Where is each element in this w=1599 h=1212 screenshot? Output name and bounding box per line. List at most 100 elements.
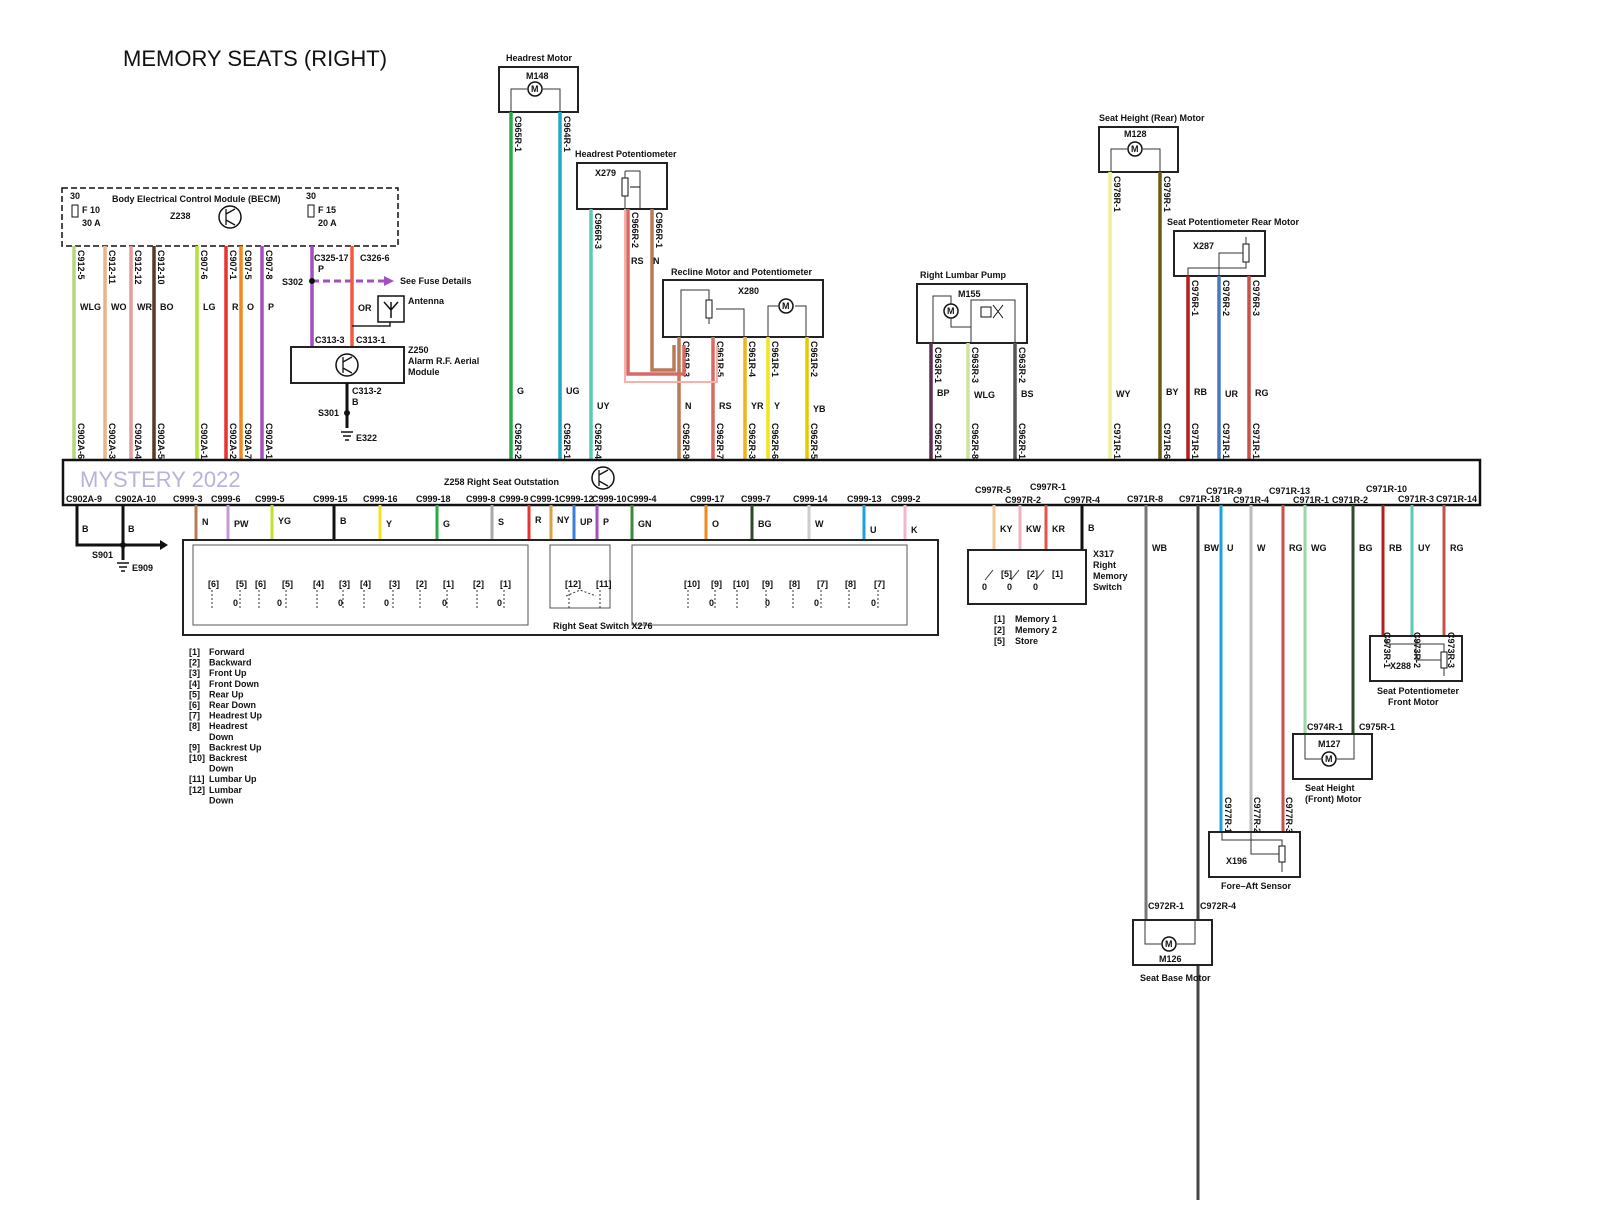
conn-c977r-1: C977R-1 [1223, 797, 1233, 833]
switch-contact-label: [1] [443, 579, 454, 589]
connector-label: C902A-2 [228, 423, 238, 459]
legend-key: [1] [189, 647, 200, 657]
fuse2-amp: 20 A [318, 218, 337, 228]
memory-contact [1010, 569, 1020, 581]
connector-label: C961R-3 [681, 341, 691, 377]
switch-zero-label: 0 [277, 598, 282, 608]
connector-label: C971R-13 [1269, 486, 1310, 496]
connector-label: C976R-3 [1251, 280, 1261, 316]
legend-key: [7] [189, 711, 200, 721]
connector-label: C999-16 [363, 494, 398, 504]
fuse-details-link[interactable]: See Fuse Details [400, 276, 472, 286]
switch-contact-label: [4] [313, 579, 324, 589]
connector-label: C979R-1 [1162, 176, 1172, 212]
wire-color-label: WO [111, 302, 127, 312]
connector-label: C907-5 [243, 250, 253, 280]
memory-switch-label-2: Memory [1093, 571, 1128, 581]
wire-color-label: NY [557, 515, 570, 525]
switch-contact-label: [3] [339, 579, 350, 589]
fuse1-icon [71, 204, 79, 218]
switch-contact-label: [6] [255, 579, 266, 589]
switch-contact-label: [10] [684, 579, 700, 589]
connector-label: C971R-11 [1190, 423, 1200, 464]
connector-label: C962R-7 [715, 423, 725, 459]
alarm-module-box [290, 346, 405, 384]
seat-base-id: M126 [1159, 954, 1182, 964]
wire-label-b: B [352, 397, 359, 407]
legend-value: Down [209, 732, 234, 742]
wire-color-label: Y [774, 401, 780, 411]
connector-label: C961R-1 [770, 341, 780, 377]
seat-pot-front-id: X288 [1390, 661, 1411, 671]
outstation-label: Z258 Right Seat Outstation [444, 477, 559, 487]
wire-color-label: S [498, 517, 504, 527]
wire-color-label: KY [1000, 524, 1013, 534]
wire-color-label: BG [1359, 543, 1373, 553]
connector-label: C999-3 [173, 494, 203, 504]
connector-label: C907-8 [264, 250, 274, 280]
connector-label: C902A-6 [76, 423, 86, 459]
svg-text:M: M [1131, 144, 1139, 154]
legend-value: Backrest Up [209, 742, 262, 752]
legend-key: [5] [994, 636, 1005, 646]
connector-label: C962R-1 [562, 423, 572, 459]
memory-switch-id: X317 [1093, 549, 1114, 559]
legend-key: [4] [189, 679, 200, 689]
conn-c973r-1: C973R-1 [1382, 632, 1392, 668]
connector-label: C997R-4 [1064, 495, 1100, 505]
connector-label: C961R-2 [809, 341, 819, 377]
wire-color-label: RB [1389, 543, 1402, 553]
resistor-icon [1242, 243, 1250, 263]
fuse1-amp: 30 A [82, 218, 101, 228]
switch-contact-label: [7] [874, 579, 885, 589]
wire-color-label: P [603, 517, 609, 527]
wire-color-label: K [911, 525, 918, 535]
legend-key: [1] [994, 614, 1005, 624]
connector-label: C963R-1 [933, 347, 943, 383]
connector-label: C962R-8 [970, 423, 980, 459]
connector-label: C999-14 [793, 494, 828, 504]
wire-color-label: BY [1166, 387, 1179, 397]
svg-text:M: M [1165, 939, 1173, 949]
wire-color-label: N [202, 517, 209, 527]
seat-switch-box [182, 539, 939, 636]
motor-icon: M [778, 298, 794, 314]
alarm-label-2: Module [408, 367, 440, 377]
connector-label: C902A-5 [156, 423, 166, 459]
fuse2-voltage: 30 [306, 191, 316, 201]
transistor-icon [218, 205, 242, 229]
legend-value: Memory 1 [1015, 614, 1057, 624]
switch-contact-label: [4] [360, 579, 371, 589]
connector-label: C961R-4 [747, 341, 757, 377]
legend-value: Memory 2 [1015, 625, 1057, 635]
connector-label: C971R-4 [1233, 495, 1269, 505]
legend-value: Forward [209, 647, 245, 657]
seat-height-front-label-1: Seat Height [1305, 783, 1355, 793]
wire-color-label: BO [160, 302, 174, 312]
wire-color-label: P [268, 302, 274, 312]
antenna-label: Antenna [408, 296, 445, 306]
resistor-icon [705, 299, 713, 319]
wire-color-label: KW [1026, 524, 1041, 534]
wire-color-label: UY [597, 401, 610, 411]
alarm-label-1: Alarm R.F. Aerial [408, 356, 479, 366]
legend-value: Front Up [209, 668, 247, 678]
connector-label: C902A-12 [199, 423, 209, 464]
wire-color-label: LG [203, 302, 216, 312]
memory-zero-label: 0 [982, 582, 987, 592]
switch-contact-label: [10] [733, 579, 749, 589]
memory-zero-label: 0 [1033, 582, 1038, 592]
connector-label: C962R-6 [770, 423, 780, 459]
motor-icon: M [1127, 141, 1143, 157]
wire-color-label: RG [1255, 388, 1269, 398]
wire-color-label: UP [580, 517, 593, 527]
wire-color-label: BG [758, 519, 772, 529]
headrest-pot-id: X279 [595, 168, 616, 178]
connector-label: C966R-2 [630, 212, 640, 248]
switch-contact-label: [5] [282, 579, 293, 589]
wire-color-label: YR [751, 401, 764, 411]
switch-contact-label: [6] [208, 579, 219, 589]
resistor-icon [621, 177, 629, 197]
connector-label: C902A-9 [66, 494, 102, 504]
